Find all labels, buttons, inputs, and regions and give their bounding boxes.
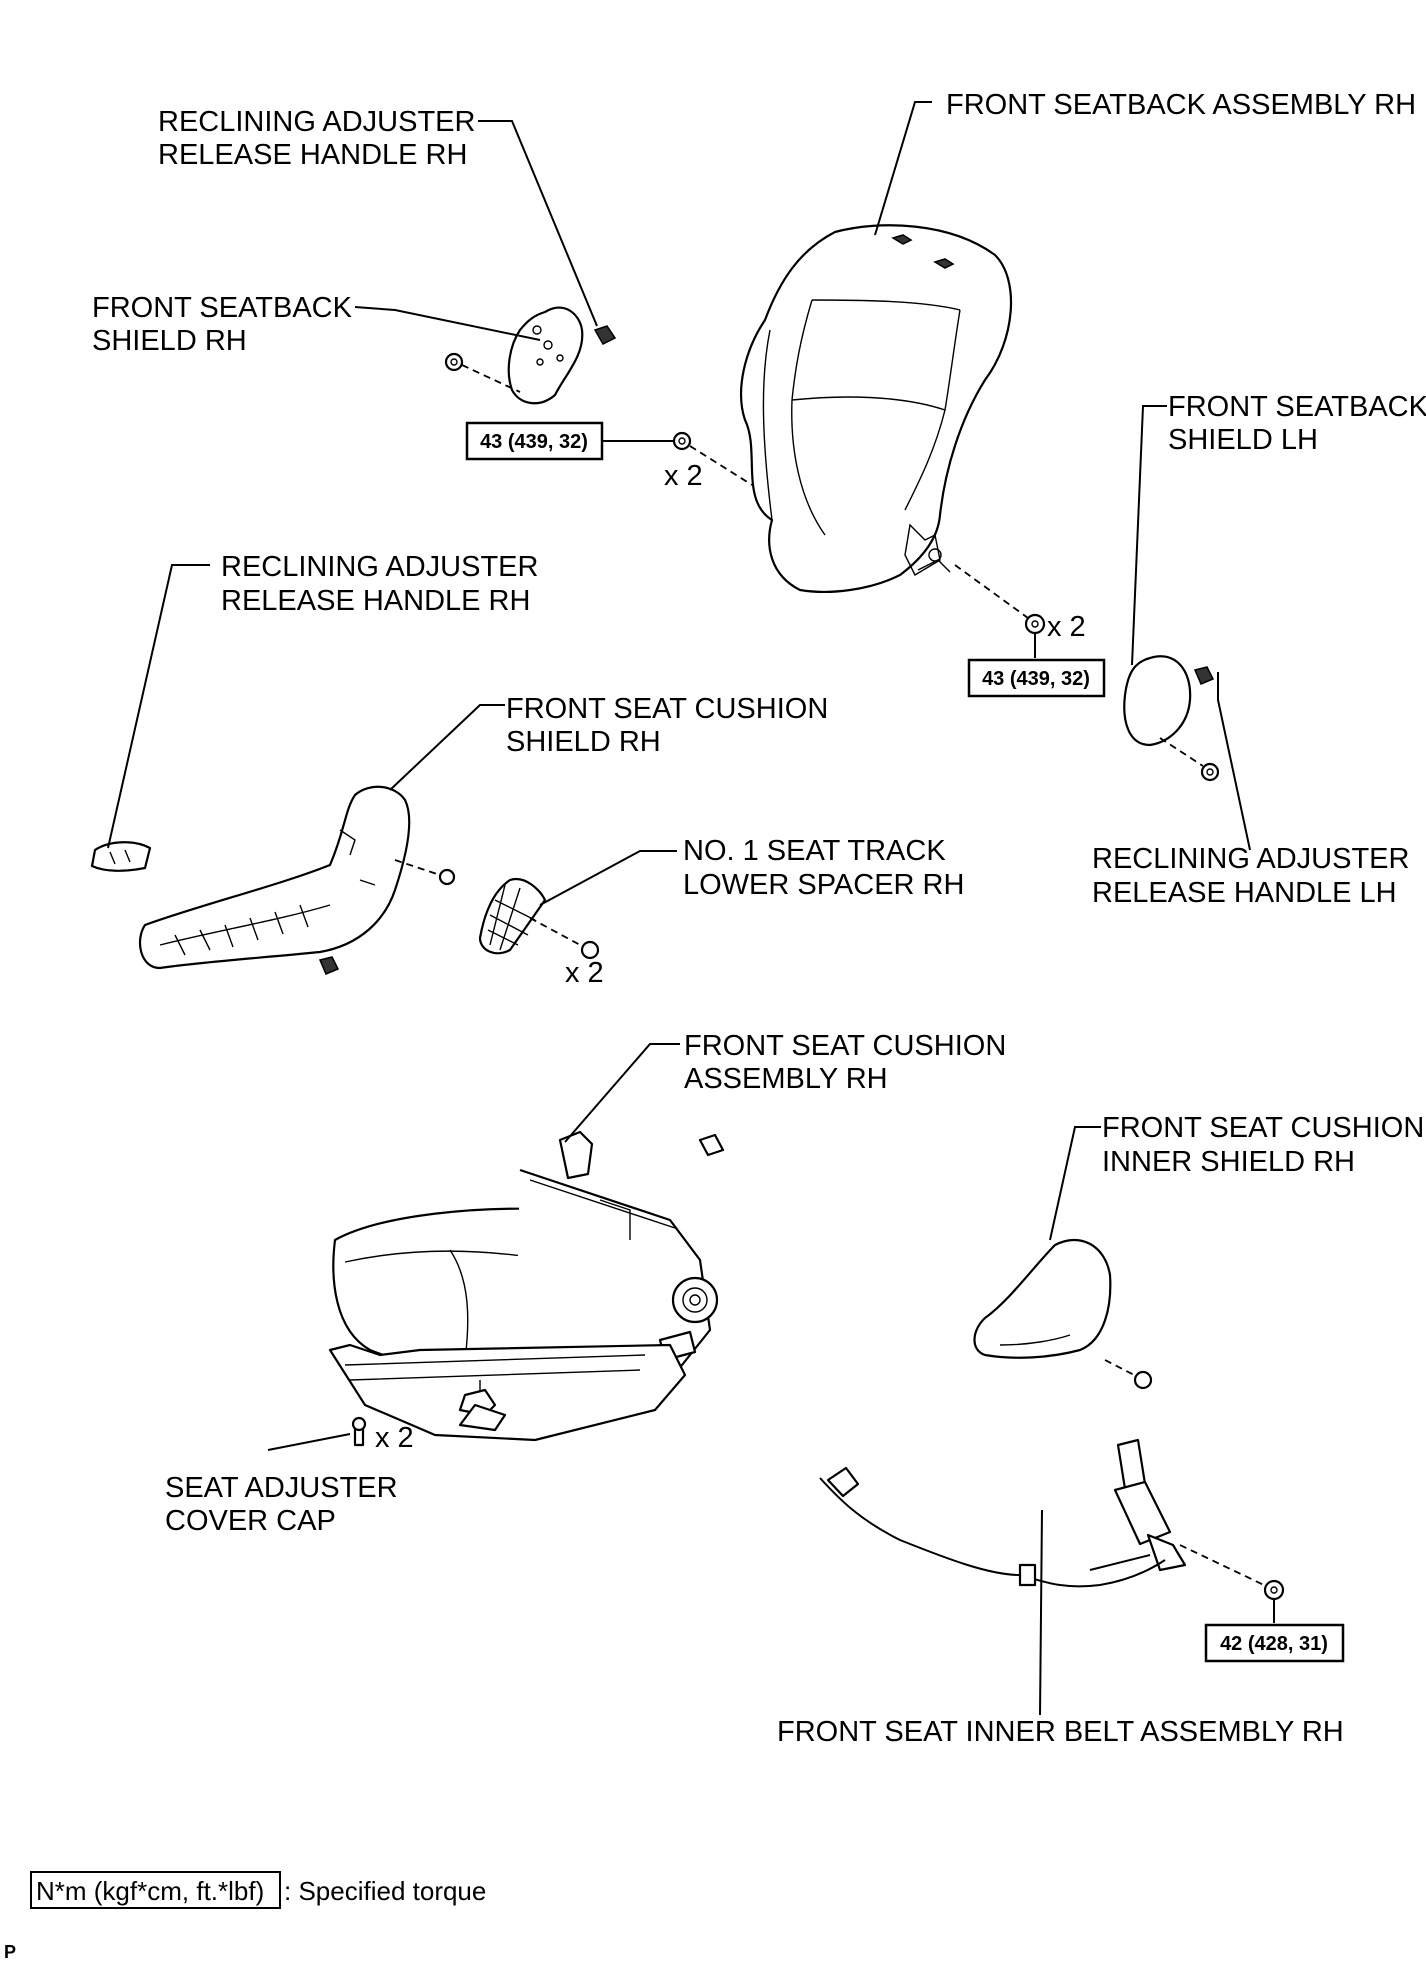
cushion-assembly-label-1: FRONT SEAT CUSHION <box>684 1030 1006 1062</box>
seatback-shield-lh-part <box>1123 655 1215 747</box>
seat-track-spacer-label-1: NO. 1 SEAT TRACK <box>683 835 946 867</box>
inner-belt-assembly-part <box>819 1438 1187 1588</box>
seatback-shield-lh-label-1: FRONT SEATBACK <box>1168 391 1426 423</box>
cushion-shield-screw-part <box>438 868 456 886</box>
torque-legend: N*m (kgf*cm, ft.*lbf) : Specified torque <box>30 1871 486 1909</box>
cushion-inner-shield-label-1: FRONT SEAT CUSHION <box>1102 1112 1424 1144</box>
cushion-shield-rh-part <box>138 785 411 975</box>
seatback-shield-rh-label-1: FRONT SEATBACK <box>92 292 353 324</box>
shield-screw-part <box>444 352 464 372</box>
inner-belt-label: FRONT SEAT INNER BELT ASSEMBLY RH <box>777 1716 1344 1748</box>
cover-cap-label-2: COVER CAP <box>165 1505 336 1537</box>
seatback-bolt-left-part <box>672 431 692 451</box>
cover-cap-part <box>351 1416 367 1447</box>
qty-spacer-screws: x 2 <box>565 957 604 989</box>
reclining-rh-top-label-2: RELEASE HANDLE RH <box>158 139 467 171</box>
seatback-bolt-right-part <box>1024 613 1046 635</box>
reclining-rh-mid-label-1: RECLINING ADJUSTER <box>221 551 538 583</box>
spacer-screw-part <box>580 940 600 960</box>
torque-box-seatback-left: 43 (439, 32) <box>465 421 604 461</box>
seat-cushion-assembly-part <box>328 1130 725 1442</box>
reclining-rh-mid-label-2: RELEASE HANDLE RH <box>221 585 530 617</box>
qty-seatback-right: x 2 <box>1047 611 1086 643</box>
torque-box-seatback-right: 43 (439, 32) <box>967 658 1106 698</box>
reclining-rh-top-label-1: RECLINING ADJUSTER <box>158 106 475 138</box>
inner-shield-screw-part <box>1133 1370 1153 1390</box>
seat-track-spacer-part <box>478 877 547 955</box>
seatback-assembly-label: FRONT SEATBACK ASSEMBLY RH <box>946 89 1416 121</box>
cushion-shield-rh-label-1: FRONT SEAT CUSHION <box>506 693 828 725</box>
svg-text:43 (439, 32): 43 (439, 32) <box>982 668 1090 690</box>
cushion-inner-shield-part <box>973 1238 1112 1359</box>
reclining-lh-label-2: RELEASE HANDLE LH <box>1092 877 1397 909</box>
seatback-shield-rh-label-2: SHIELD RH <box>92 325 247 357</box>
qty-cover-caps: x 2 <box>375 1422 414 1454</box>
legend-unit: N*m (kgf*cm, ft.*lbf) <box>36 1876 264 1906</box>
reclining-handle-rh-mid-part <box>90 841 152 872</box>
seat-track-spacer-label-2: LOWER SPACER RH <box>683 869 964 901</box>
svg-text:42 (428, 31): 42 (428, 31) <box>1220 1633 1328 1655</box>
page-code: P <box>4 1942 16 1962</box>
seatback-assembly-part <box>739 224 1013 593</box>
qty-seatback-left: x 2 <box>664 460 703 492</box>
belt-bolt-part <box>1263 1579 1285 1601</box>
seatback-shield-lh-label-2: SHIELD LH <box>1168 424 1318 456</box>
svg-text:43 (439, 32): 43 (439, 32) <box>480 431 588 453</box>
torque-box-inner-belt: 42 (428, 31) <box>1204 1623 1345 1663</box>
legend-text: : Specified torque <box>284 1876 486 1906</box>
reclining-lh-label-1: RECLINING ADJUSTER <box>1092 843 1409 875</box>
cushion-inner-shield-label-2: INNER SHIELD RH <box>1102 1146 1355 1178</box>
cushion-assembly-label-2: ASSEMBLY RH <box>684 1063 888 1095</box>
cushion-shield-rh-label-2: SHIELD RH <box>506 726 661 758</box>
cover-cap-label-1: SEAT ADJUSTER <box>165 1472 398 1504</box>
shield-lh-screw-part <box>1200 762 1220 782</box>
reclining-handle-rh-top-part <box>593 325 617 345</box>
seatback-shield-rh-part <box>507 306 584 405</box>
